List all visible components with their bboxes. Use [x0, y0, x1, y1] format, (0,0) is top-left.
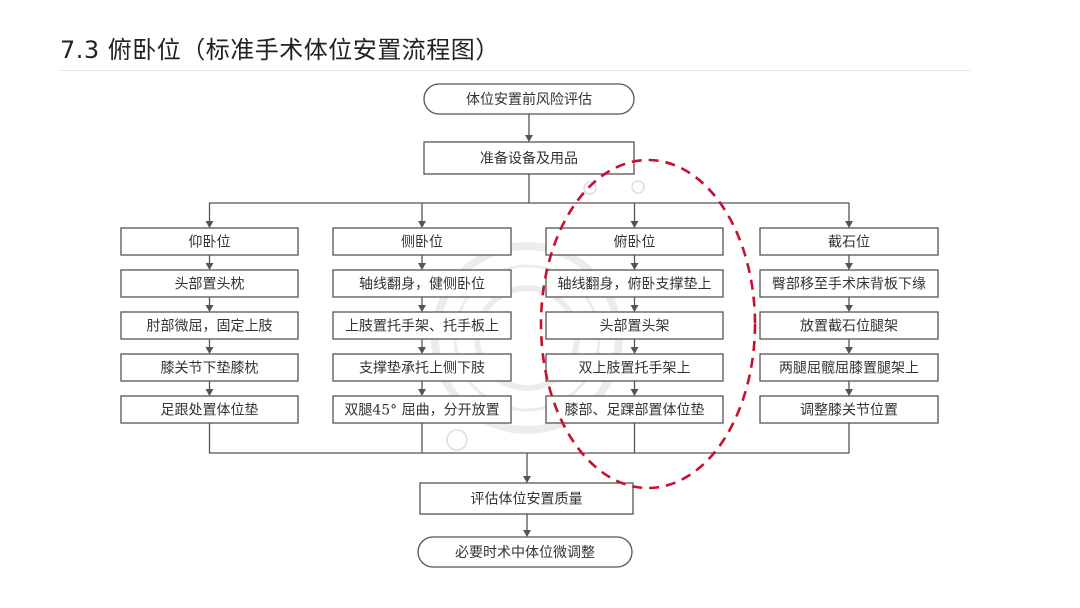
arrowhead — [205, 263, 214, 270]
evaluate-node: 评估体位安置质量 — [419, 482, 634, 515]
arrowhead — [418, 305, 426, 312]
column-4-step-1-label: 臀部移至手术床背板下缘 — [772, 277, 926, 293]
column-4-header: 截石位 — [759, 227, 939, 256]
column-3-header: 俯卧位 — [545, 227, 724, 256]
column-3-step-4-label: 膝部、足踝部置体位垫 — [565, 403, 705, 419]
column-3-step-1: 轴线翻身，俯卧支撑垫上 — [545, 269, 724, 298]
prepare-node: 准备设备及用品 — [423, 141, 635, 175]
arrowhead — [523, 476, 531, 483]
prepare-node-label: 准备设备及用品 — [480, 150, 578, 167]
column-4-step-1: 臀部移至手术床背板下缘 — [759, 269, 939, 298]
column-1-step-3: 膝关节下垫膝枕 — [120, 353, 299, 382]
arrowhead — [630, 389, 639, 396]
arrowhead — [418, 389, 426, 396]
column-4-step-2-label: 放置截石位腿架 — [800, 319, 898, 335]
arrowhead — [630, 263, 639, 270]
column-1-step-4: 足跟处置体位垫 — [120, 395, 299, 424]
evaluate-node-label: 评估体位安置质量 — [471, 492, 583, 508]
title-divider — [60, 70, 970, 71]
column-3-step-3: 双上肢置托手架上 — [545, 353, 724, 382]
arrowhead — [418, 221, 426, 228]
column-2-step-1-label: 轴线翻身，健侧卧位 — [359, 277, 485, 293]
arrowhead — [523, 530, 531, 537]
column-3-step-1-label: 轴线翻身，俯卧支撑垫上 — [558, 277, 712, 293]
arrowhead — [630, 221, 639, 228]
arrowhead — [525, 135, 533, 142]
column-2-header-label: 侧卧位 — [401, 235, 443, 251]
highlight-dashed-ellipse — [539, 158, 757, 490]
column-2-step-3: 支撑垫承托上侧下肢 — [332, 353, 512, 382]
page-title: 7.3 俯卧位（标准手术体位安置流程图） — [60, 36, 500, 64]
column-4-step-3-label: 两腿屈髋屈膝置腿架上 — [779, 360, 919, 377]
column-1-step-3-label: 膝关节下垫膝枕 — [161, 361, 259, 377]
column-4-step-4: 调整膝关节位置 — [759, 395, 939, 424]
column-4-step-3: 两腿屈髋屈膝置腿架上 — [759, 353, 939, 382]
column-3-step-2-label: 头部置头架 — [600, 319, 670, 335]
column-2-header: 侧卧位 — [332, 227, 512, 256]
start-node: 体位安置前风险评估 — [423, 83, 635, 115]
column-2-step-3-label: 支撑垫承托上侧下肢 — [359, 361, 485, 377]
column-2-step-4-label: 双腿45° 屈曲，分开放置 — [344, 403, 499, 419]
arrowhead — [418, 347, 426, 354]
arrowhead — [845, 221, 853, 228]
column-3-step-2: 头部置头架 — [545, 311, 724, 340]
end-node-label: 必要时术中体位微调整 — [455, 545, 595, 561]
arrowhead — [630, 347, 639, 354]
arrowhead — [418, 263, 426, 270]
arrowhead — [205, 347, 214, 354]
arrowhead — [845, 347, 853, 354]
column-1-step-1-label: 头部置头枕 — [175, 277, 245, 293]
arrowhead — [845, 389, 853, 396]
column-1-header-label: 仰卧位 — [189, 235, 231, 251]
column-4-header-label: 截石位 — [828, 235, 870, 251]
column-4-step-2: 放置截石位腿架 — [759, 311, 939, 340]
column-2-step-2-label: 上肢置托手架、托手板上 — [345, 319, 499, 335]
column-2-step-4: 双腿45° 屈曲，分开放置 — [332, 395, 512, 424]
column-1-step-2-label: 肘部微屈，固定上肢 — [147, 319, 273, 335]
arrowhead — [205, 221, 214, 228]
column-4-step-4-label: 调整膝关节位置 — [800, 403, 898, 419]
arrowhead — [205, 389, 214, 396]
column-3-step-3-label: 双上肢置托手架上 — [579, 361, 691, 377]
column-1-step-4-label: 足跟处置体位垫 — [161, 403, 259, 419]
arrowhead — [845, 263, 853, 270]
end-node: 必要时术中体位微调整 — [417, 536, 633, 568]
start-node-label: 体位安置前风险评估 — [466, 91, 592, 108]
column-3-header-label: 俯卧位 — [614, 235, 656, 251]
arrowhead — [845, 305, 853, 312]
column-1-header: 仰卧位 — [120, 227, 299, 256]
column-2-step-1: 轴线翻身，健侧卧位 — [332, 269, 512, 298]
column-1-step-2: 肘部微屈，固定上肢 — [120, 311, 299, 340]
arrowhead — [630, 305, 639, 312]
column-1-step-1: 头部置头枕 — [120, 269, 299, 298]
column-2-step-2: 上肢置托手架、托手板上 — [332, 311, 512, 340]
column-3-step-4: 膝部、足踝部置体位垫 — [545, 395, 724, 424]
arrowhead — [205, 305, 214, 312]
